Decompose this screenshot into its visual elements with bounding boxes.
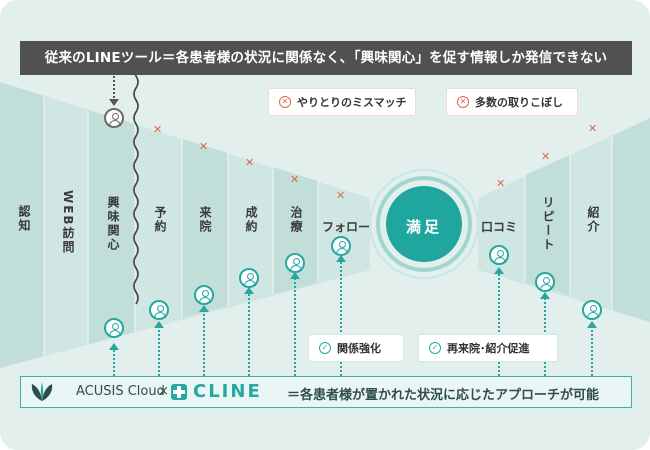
x-circle-icon: ✕ — [457, 96, 469, 108]
stage-interest: 興味関心 — [106, 196, 120, 252]
stage-recognition: 認知 — [17, 205, 31, 233]
person-icon — [331, 236, 351, 256]
stage-reservation: 予約 — [153, 206, 167, 234]
solution-tag-revisit: ✓ 再来院･紹介促進 — [418, 334, 558, 362]
funnel-segment — [612, 118, 650, 322]
cline-brand: CLINE — [193, 381, 262, 402]
funnel-segment — [525, 155, 570, 295]
funnel-segment — [88, 110, 135, 344]
person-icon — [582, 300, 602, 320]
solution-description: ＝各患者様が置かれた状況に応じたアプローチが可能 — [287, 388, 600, 403]
stage-follow: フォロー — [322, 220, 371, 234]
stage-treatment: 治療 — [289, 206, 303, 234]
interest-arrow-head — [109, 99, 119, 106]
satisfaction-ring-middle — [376, 176, 472, 272]
problem-tag-mismatch: ✕ やりとりのミスマッチ — [268, 88, 416, 116]
cross-icon: ✕ — [588, 122, 598, 135]
stage-satisfaction: 満足 — [405, 218, 442, 236]
problem-label: 多数の取りこぼし — [475, 96, 563, 109]
problem-tag-missed: ✕ 多数の取りこぼし — [446, 88, 578, 116]
check-circle-icon: ✓ — [429, 342, 441, 354]
person-icon — [535, 272, 555, 292]
solution-label: 再来院･紹介促進 — [447, 342, 530, 355]
satisfaction-circle — [386, 186, 462, 262]
person-icon — [285, 253, 305, 273]
cross-icon: ✕ — [336, 189, 346, 202]
cross-icon: ✕ — [496, 177, 506, 190]
acusis-brand: ACUSIS Cloud — [76, 384, 165, 399]
stage-repeat: リピート — [541, 196, 555, 252]
funnel-segment — [182, 139, 228, 318]
legacy-line-banner: 従来のLINEツール＝各患者様の状況に関係なく､「興味関心」を促す情報しか発信で… — [20, 41, 632, 75]
person-icon — [489, 245, 509, 265]
funnel-segment — [273, 167, 318, 294]
stage-review: 口コミ — [481, 220, 518, 234]
solution-tag-relationship: ✓ 関係強化 — [308, 334, 404, 362]
person-icon — [239, 268, 259, 288]
cross-icon: ✕ — [245, 156, 255, 169]
cline-cross-icon — [171, 384, 187, 400]
acusis-leaf-icon — [31, 382, 53, 401]
satisfaction-ring-outer — [369, 169, 479, 279]
check-circle-icon: ✓ — [319, 342, 331, 354]
cross-icon: ✕ — [541, 150, 551, 163]
solution-bar: ACUSIS Cloud × CLINE ＝各患者様が置かれた状況に応じたアプロ… — [20, 376, 632, 408]
person-icon — [104, 108, 124, 128]
x-circle-icon: ✕ — [279, 96, 291, 108]
problem-label: やりとりのミスマッチ — [297, 96, 407, 109]
solution-label: 関係強化 — [337, 342, 381, 355]
funnel-segment — [0, 82, 44, 368]
person-icon — [194, 285, 214, 305]
cross-icon: ✕ — [153, 123, 163, 136]
person-icon — [104, 318, 124, 338]
stage-visit: 来院 — [198, 206, 212, 234]
cross-icon: ✕ — [199, 140, 209, 153]
stage-web-visit: WEB訪問 — [61, 190, 75, 255]
wavy-divider — [133, 63, 139, 305]
stage-referral: 紹介 — [586, 206, 600, 234]
stage-contract: 成約 — [244, 206, 258, 234]
times-sign: × — [158, 384, 169, 399]
person-icon — [149, 300, 169, 320]
cross-icon: ✕ — [290, 173, 300, 186]
